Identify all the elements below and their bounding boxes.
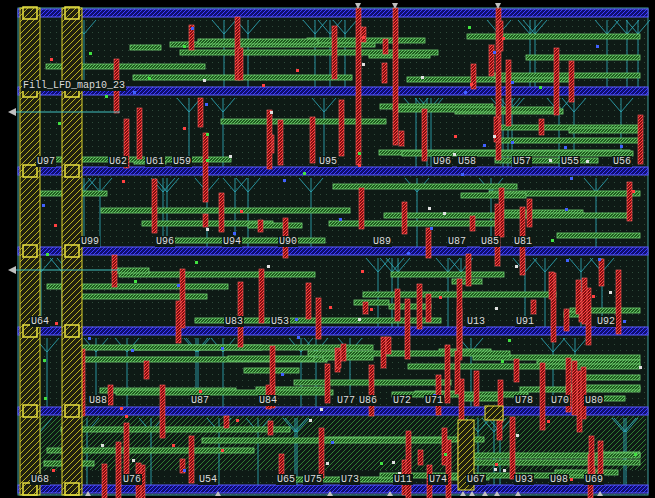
cell-name: U65: [276, 474, 296, 485]
cell-name: U74: [428, 474, 448, 485]
cell-name: U69: [584, 474, 604, 485]
cell-name: U64: [30, 316, 50, 327]
cell-name: U77: [336, 395, 356, 406]
cell-name: U91: [515, 316, 535, 327]
cell-name: U92: [596, 316, 616, 327]
cell-name: U62: [108, 156, 128, 167]
cell-name: U11: [393, 474, 413, 485]
cell-name: U72: [392, 395, 412, 406]
cell-name: U70: [550, 395, 570, 406]
cell-name: U59: [172, 156, 192, 167]
cell-name: U76: [122, 474, 142, 485]
cell-name: U99: [80, 236, 100, 247]
cell-name: U98: [549, 474, 569, 485]
cell-name: U78: [514, 395, 534, 406]
cell-name: U86: [358, 395, 378, 406]
cell-name: U83: [224, 316, 244, 327]
cell-name: U75: [303, 474, 323, 485]
cell-name: U93: [514, 474, 534, 485]
cell-name: U85: [480, 236, 500, 247]
cell-name: U61: [145, 156, 165, 167]
cell-name: U95: [318, 156, 338, 167]
cell-name: U68: [30, 474, 50, 485]
cell-name: U56: [612, 156, 632, 167]
cell-name: U73: [340, 474, 360, 485]
layout-geometry: [8, 3, 650, 498]
cell-name: U88: [88, 395, 108, 406]
cell-name: U96: [432, 156, 452, 167]
cell-name: U96: [155, 236, 175, 247]
cell-name: U57: [512, 156, 532, 167]
cell-name: U97: [36, 156, 56, 167]
cell-name: U67: [466, 474, 486, 485]
region-name: Fill_LFD_map10_23: [22, 80, 126, 91]
cell-name: U80: [584, 395, 604, 406]
cell-name: U87: [190, 395, 210, 406]
cell-name: U87: [447, 236, 467, 247]
cell-name: U13: [466, 316, 486, 327]
cell-name: U71: [424, 395, 444, 406]
cell-name: U89: [372, 236, 392, 247]
cell-name: U53: [270, 316, 290, 327]
cell-name: U58: [457, 156, 477, 167]
cell-name: U54: [198, 474, 218, 485]
cell-name: U55: [560, 156, 580, 167]
cell-name: U84: [258, 395, 278, 406]
cell-name: U81: [513, 236, 533, 247]
cell-name: U90: [278, 236, 298, 247]
cell-name: U94: [222, 236, 242, 247]
